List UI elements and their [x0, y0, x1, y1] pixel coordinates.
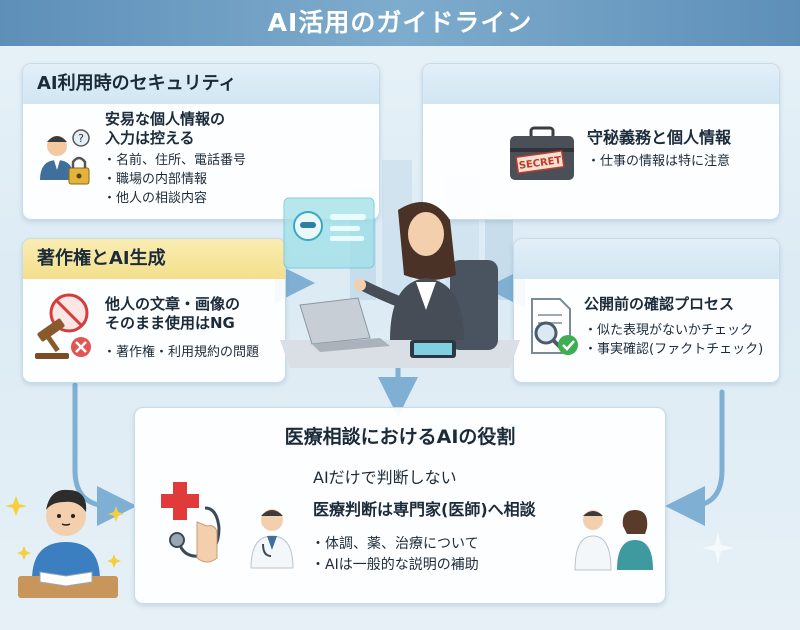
user-lock-icon: ?: [40, 129, 90, 185]
list-item: 著作権・利用規約の問題: [103, 343, 259, 362]
confidentiality-header-band: [423, 64, 779, 104]
list-item: 似た表現がないかチェック: [584, 321, 763, 340]
list-item: AIは一般的な説明の補助: [311, 555, 479, 576]
review-heading: 公開前の確認プロセス: [584, 295, 735, 313]
list-item: 仕事の情報は特に注意: [587, 152, 730, 171]
list-item: 体調、薬、治療について: [311, 534, 479, 555]
svg-text:?: ?: [78, 132, 84, 145]
list-item: 職場の内部情報: [103, 170, 246, 189]
copyright-subheading: 他人の文章・画像の そのまま使用はNG: [105, 295, 240, 333]
list-item: 他人の相談内容: [103, 189, 246, 208]
doctor-icon: [250, 509, 294, 569]
arrow-left-to-medical: [72, 382, 137, 526]
review-card: 公開前の確認プロセス 似た表現がないかチェック 事実確認(ファクトチェック): [513, 238, 780, 383]
medical-line1: AIだけで判断しない: [313, 468, 457, 487]
copyright-subheading-line2: そのまま使用はNG: [105, 314, 235, 332]
security-subheading-line2: 入力は控える: [105, 129, 195, 147]
secret-briefcase-icon: SECRET: [510, 126, 574, 180]
arrow-right-to-medical: [665, 389, 725, 526]
security-subheading: 安易な個人情報の 入力は控える: [105, 110, 225, 148]
security-list: 名前、住所、電話番号 職場の内部情報 他人の相談内容: [103, 151, 246, 208]
copyright-list: 著作権・利用規約の問題: [103, 343, 259, 362]
doctor-patient-consultation-icon: [574, 510, 653, 571]
sparkle-icon: [702, 532, 734, 564]
copyright-card: 著作権とAI生成 他人の文章・画像の そのまま使用はNG 著作権・利用規約の問題: [22, 238, 286, 383]
confidentiality-card: SECRET 守秘義務と個人情報 仕事の情報は特に注意: [422, 63, 780, 220]
list-item: 名前、住所、電話番号: [103, 151, 246, 170]
review-list: 似た表現がないかチェック 事実確認(ファクトチェック): [584, 321, 763, 359]
copyright-heading: 著作権とAI生成: [23, 239, 285, 279]
document-check-icon: [531, 298, 578, 355]
medical-list: 体調、薬、治療について AIは一般的な説明の補助: [311, 534, 479, 576]
medical-line2: 医療判断は専門家(医師)へ相談: [313, 500, 536, 519]
page-title: AI活用のガイドライン: [267, 8, 533, 37]
copyright-subheading-line1: 他人の文章・画像の: [105, 295, 241, 313]
confidentiality-list: 仕事の情報は特に注意: [587, 152, 730, 171]
list-item: 事実確認(ファクトチェック): [584, 340, 763, 359]
medical-heading: 医療相談におけるAIの役割: [284, 426, 516, 448]
review-header-band: [514, 239, 779, 279]
copyright-ban-icon: [35, 293, 91, 359]
title-banner: AI活用のガイドライン: [0, 0, 800, 46]
security-subheading-line1: 安易な個人情報の: [105, 110, 226, 128]
ai-consultant-illustration: [280, 197, 520, 368]
medical-card: 医療相談におけるAIの役割 AIだけで判断しない 医療判断は専門家(医師)へ相談…: [134, 407, 666, 604]
security-heading: AI利用時のセキュリティ: [23, 64, 379, 104]
student-studying-illustration: [5, 489, 124, 598]
medical-cross-stethoscope-icon: [161, 482, 221, 563]
confidentiality-heading: 守秘義務と個人情報: [587, 128, 732, 147]
security-card: AI利用時のセキュリティ ? 安易な個人情報の 入力は控える 名前、住所、電話番…: [22, 63, 380, 220]
